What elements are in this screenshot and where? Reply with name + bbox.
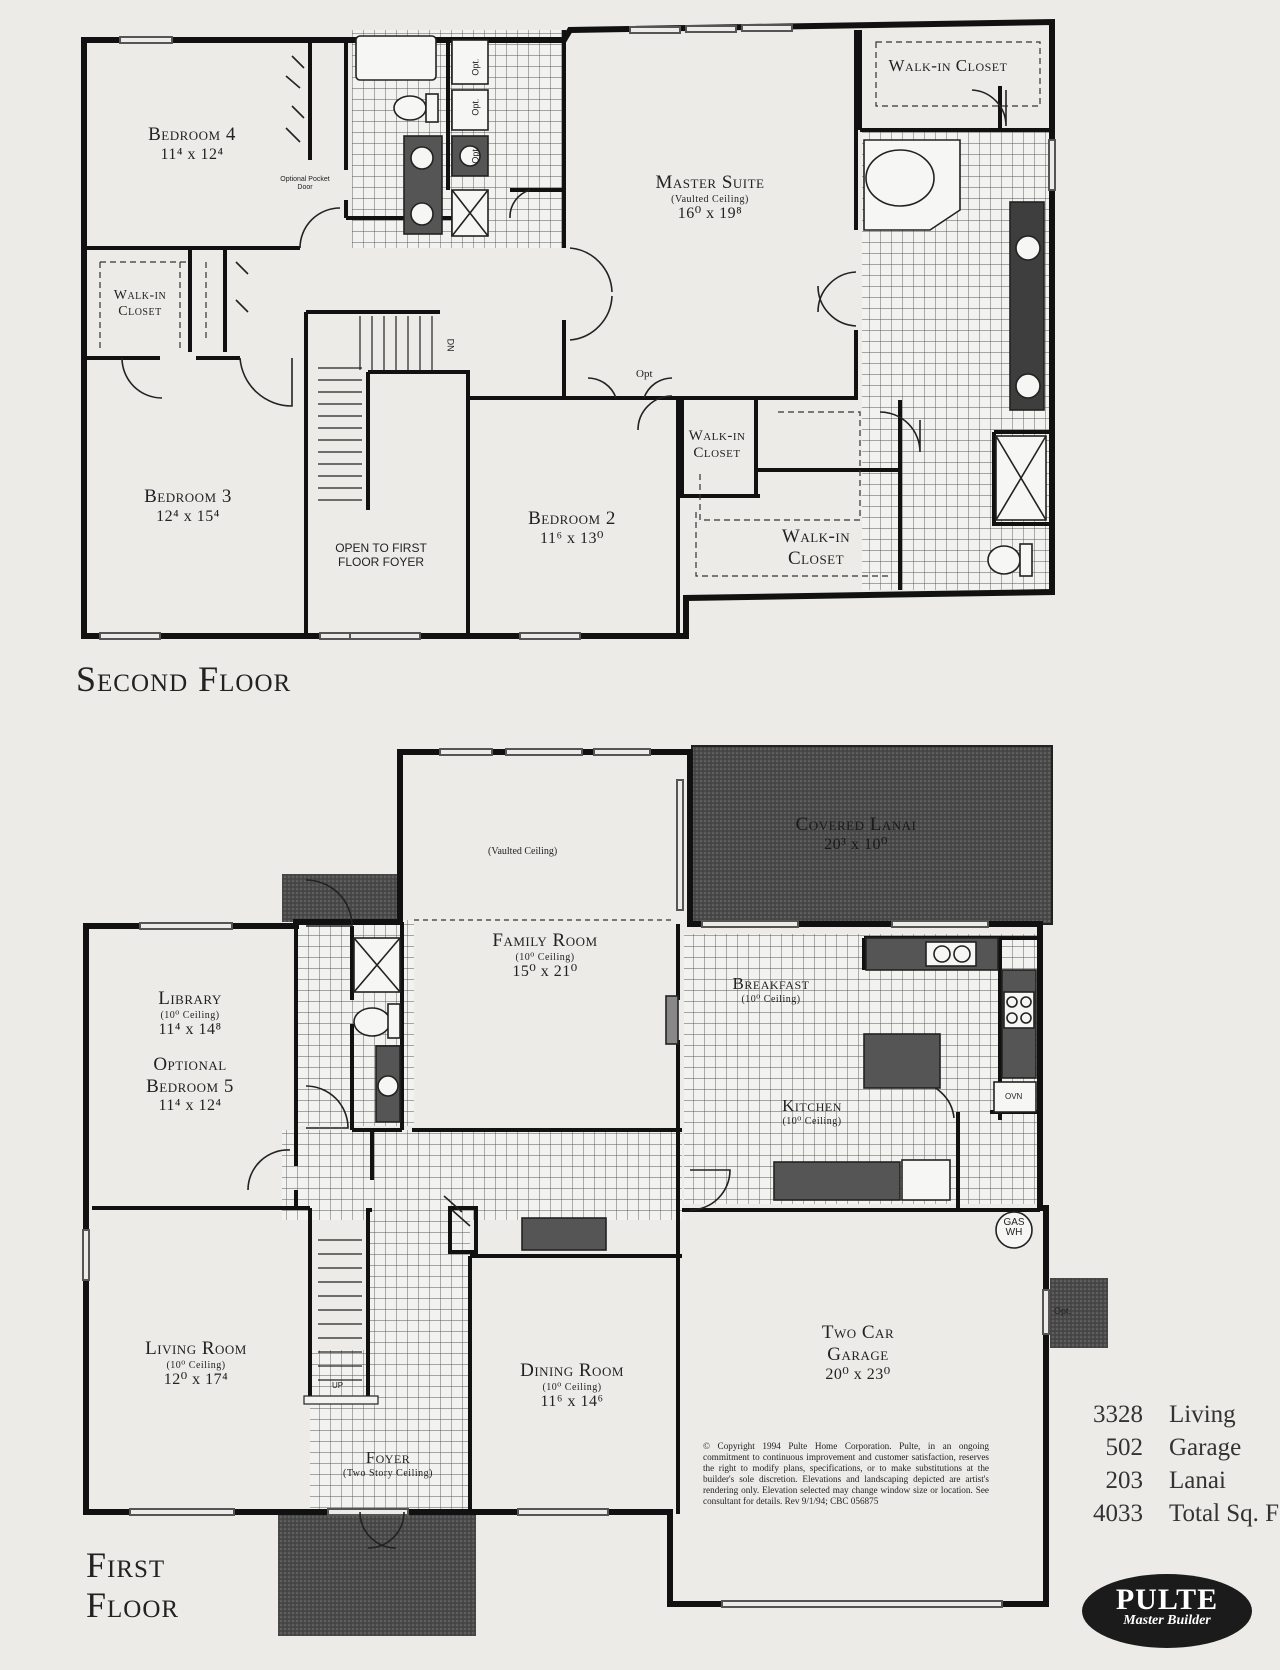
- sqft-value: 502: [1105, 1434, 1144, 1461]
- bedroom2-label: Bedroom 2 11⁶ x 13⁰: [504, 508, 640, 548]
- stair-second-floor: [318, 316, 433, 501]
- sqft-row: 4033 Total Sq. F: [1075, 1497, 1279, 1530]
- breakfast-name: Breakfast: [732, 974, 810, 993]
- first-floor-fixtures: [353, 937, 1037, 1251]
- first-floor-outer-wall: [83, 749, 1049, 1607]
- second-floor-plan: [81, 18, 1056, 640]
- master-suite-name: Master Suite: [655, 172, 765, 193]
- covered-lanai-dim: 20³ x 10⁰: [824, 835, 888, 853]
- first-floor-windows: [82, 748, 1050, 1608]
- pulte-logo: PULTE Master Builder: [1082, 1574, 1252, 1648]
- garage-name: Two Car Garage: [821, 1322, 895, 1365]
- library-dim: 11⁴ x 14⁸: [158, 1021, 222, 1039]
- kitchen-note: (10⁰ Ceiling): [782, 1115, 842, 1127]
- open-to-foyer-label: OPEN TO FIRST FLOOR FOYER: [335, 541, 427, 569]
- library-note: (10⁰ Ceiling): [160, 1009, 220, 1021]
- family-vaulted-note: (Vaulted Ceiling): [488, 846, 558, 857]
- bedroom4-name: Bedroom 4: [148, 124, 236, 145]
- family-room-label: Family Room (10⁰ Ceiling) 15⁰ x 21⁰: [470, 930, 620, 982]
- opt-garage-label: Opt.: [1054, 1306, 1072, 1316]
- dn-label: DN: [445, 338, 456, 352]
- second-floor-title: Second Floor: [76, 659, 292, 699]
- living-room-name: Living Room: [145, 1338, 247, 1359]
- living-room-dim: 12⁰ x 17⁴: [163, 1371, 229, 1389]
- first-floor-plan: [82, 745, 1108, 1636]
- opt-label-1: Opt.: [470, 58, 481, 76]
- dining-room-name: Dining Room: [520, 1360, 624, 1381]
- foyer-name: Foyer: [365, 1448, 411, 1467]
- kitchen-tile: [684, 934, 1040, 1204]
- dining-room-label: Dining Room (10⁰ Ceiling) 11⁶ x 14⁶: [494, 1360, 650, 1412]
- bedroom3-dim: 12⁴ x 15⁴: [156, 507, 220, 525]
- garage-dim: 20⁰ x 23⁰: [825, 1365, 891, 1383]
- closet-shelves: [99, 41, 1041, 577]
- master-suite-label: Master Suite (Vaulted Ceiling) 16⁰ x 19⁸: [620, 172, 800, 224]
- foyer-label: Foyer (Two Story Ceiling): [328, 1448, 448, 1479]
- square-footage-table: 3328 Living 502 Garage 203 Lanai 4033 Total …: [1075, 1398, 1279, 1530]
- gas-water-heater-label: GAS WH: [1003, 1217, 1025, 1238]
- sqft-row: 502 Garage: [1075, 1431, 1279, 1464]
- bedroom3-label: Bedroom 3 12⁴ x 15⁴: [116, 486, 260, 526]
- bedroom4-label: Bedroom 4 11⁴ x 12⁴: [120, 124, 264, 164]
- kitchen-label: Kitchen (10⁰ Ceiling): [758, 1096, 866, 1127]
- covered-lanai-name: Covered Lanai: [795, 814, 917, 835]
- sqft-row: 203 Lanai: [1075, 1464, 1279, 1497]
- living-room-label: Living Room (10⁰ Ceiling) 12⁰ x 17⁴: [118, 1338, 274, 1390]
- sqft-label: Total Sq. F: [1169, 1500, 1280, 1527]
- sqft-label: Living: [1169, 1401, 1236, 1428]
- hall-tile: [282, 1130, 682, 1220]
- walkin-closet-b: Walk-in Closet: [888, 56, 1008, 75]
- garage-label: Two Car Garage 20⁰ x 23⁰: [790, 1322, 926, 1384]
- foyer-note: (Two Story Ceiling): [343, 1467, 433, 1479]
- family-room-dim: 15⁰ x 21⁰: [512, 963, 578, 981]
- master-suite-dim: 16⁰ x 19⁸: [677, 205, 743, 223]
- covered-lanai-label: Covered Lanai 20³ x 10⁰: [766, 814, 946, 854]
- bedroom2-name: Bedroom 2: [528, 508, 616, 529]
- sqft-row: 3328 Living: [1075, 1398, 1279, 1431]
- second-floor-windows: [99, 24, 1056, 640]
- second-floor-doors: [121, 55, 1007, 453]
- pocket-door-note: Optional Pocket Door: [280, 176, 330, 192]
- walkin-closet-c: Walk-in Closet: [688, 428, 746, 462]
- family-room-name: Family Room: [492, 930, 598, 951]
- sqft-value: 3328: [1093, 1401, 1143, 1428]
- master-suite-note: (Vaulted Ceiling): [671, 193, 749, 205]
- opt-label-2: Opt.: [470, 98, 481, 116]
- oven-label: OVN: [1005, 1092, 1023, 1101]
- second-floor-fixtures: [355, 35, 1047, 577]
- living-room-note: (10⁰ Ceiling): [166, 1359, 226, 1371]
- stair-first-floor: [303, 1239, 379, 1405]
- dining-room-dim: 11⁶ x 14⁶: [540, 1393, 604, 1411]
- side-stoop: [282, 874, 400, 922]
- sqft-label: Garage: [1169, 1434, 1242, 1461]
- logo-tagline: Master Builder: [1123, 1613, 1211, 1628]
- library-label: Library (10⁰ Ceiling) 11⁴ x 14⁸ Optional…: [110, 988, 270, 1116]
- walkin-closet-d: Walk-in Closet: [781, 526, 851, 569]
- kitchen-name: Kitchen: [782, 1096, 842, 1115]
- library-name: Library: [158, 988, 222, 1009]
- sqft-value: 203: [1105, 1467, 1144, 1494]
- opt-label-3: Opt.: [470, 146, 481, 164]
- first-floor-interior-walls: [92, 922, 1040, 1514]
- front-stoop: [278, 1512, 476, 1636]
- sqft-value: 4033: [1093, 1500, 1143, 1527]
- sqft-label: Lanai: [1169, 1467, 1226, 1494]
- logo-name: PULTE: [1115, 1583, 1219, 1616]
- family-room-note: (10⁰ Ceiling): [515, 951, 575, 963]
- optional-bedroom5-dim: 11⁴ x 12⁴: [158, 1097, 222, 1115]
- bedroom2-dim: 11⁶ x 13⁰: [540, 529, 604, 547]
- dining-room-note: (10⁰ Ceiling): [542, 1381, 602, 1393]
- bedroom4-dim: 11⁴ x 12⁴: [160, 145, 224, 163]
- breakfast-label: Breakfast (10⁰ Ceiling): [716, 974, 826, 1005]
- first-floor-title: First Floor: [86, 1545, 180, 1625]
- walkin-closet-a: Walk-in Closet: [113, 288, 167, 320]
- opt-garage-pad: [1050, 1278, 1108, 1348]
- optional-bedroom5-name: Optional Bedroom 5: [146, 1053, 234, 1097]
- up-label: UP: [332, 1381, 344, 1390]
- bedroom3-name: Bedroom 3: [144, 486, 232, 507]
- breakfast-note: (10⁰ Ceiling): [741, 993, 801, 1005]
- copyright-notice: © Copyright 1994 Pulte Home Corporation.…: [703, 1441, 989, 1507]
- opt-door-label: Opt: [636, 368, 653, 380]
